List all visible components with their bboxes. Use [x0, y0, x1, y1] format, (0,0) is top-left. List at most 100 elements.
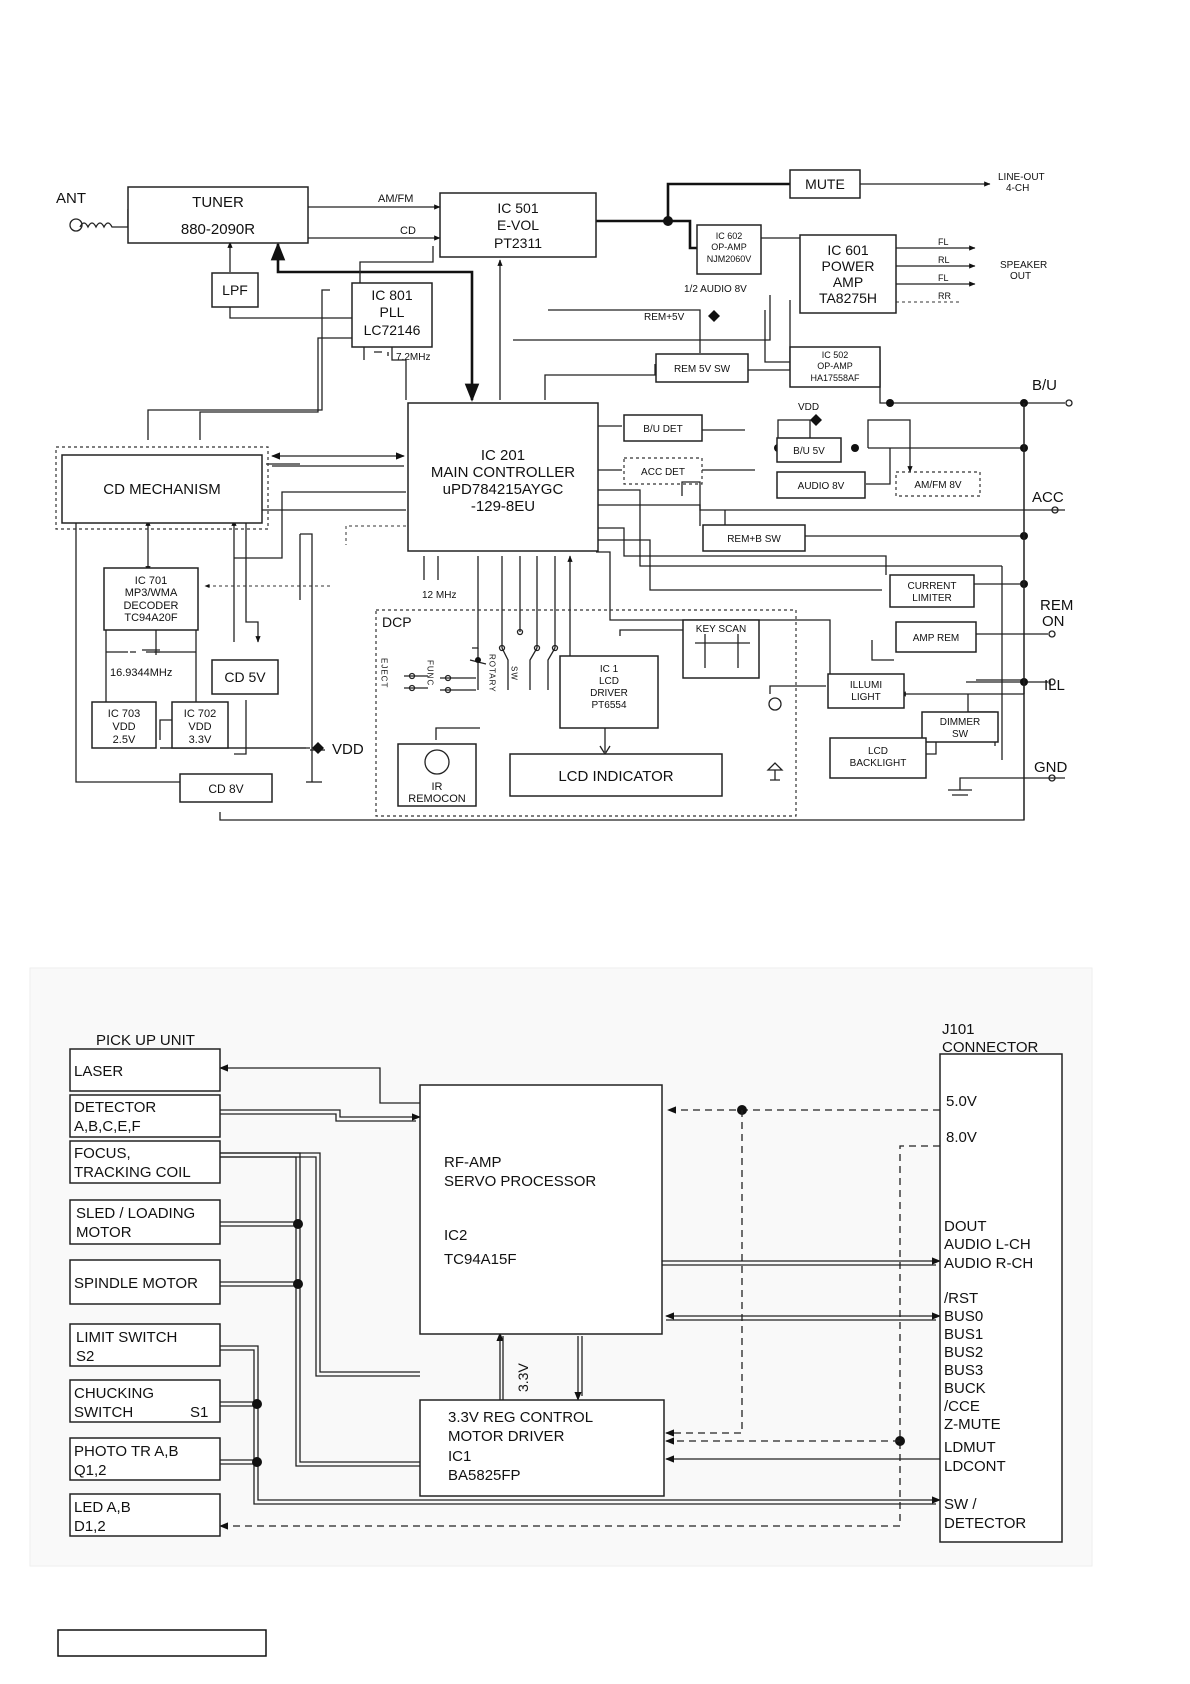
line-out-l1: LINE-OUT [998, 172, 1045, 183]
speaker-out-l1: SPEAKER [1000, 260, 1047, 271]
evol-l2: E-VOL [497, 217, 539, 233]
ic702-l2: VDD [188, 721, 211, 733]
pll-l3: LC72146 [364, 322, 421, 338]
opamp502-l1: IC 502 [822, 350, 849, 360]
pin-bus3: BUS3 [944, 1362, 983, 1379]
sled-l1: SLED / LOADING [76, 1205, 195, 1222]
accdet-label: ACC DET [641, 467, 685, 478]
rfamp-l2: SERVO PROCESSOR [444, 1173, 596, 1190]
bottom-wiring [218, 1064, 941, 1530]
photo-l1: PHOTO TR A,B [74, 1443, 178, 1460]
ill-label: ILL [1044, 677, 1065, 694]
dec-xtal-label: 16.9344MHz [110, 667, 172, 679]
chucking-l1: CHUCKING [74, 1385, 154, 1402]
main-l2: MAIN CONTROLLER [431, 464, 575, 481]
v33-label: 3.3V [515, 1363, 531, 1392]
ic702-l1: IC 702 [184, 708, 216, 720]
sp-rl: RL [938, 255, 950, 265]
dimmer-l1: DIMMER [940, 717, 981, 728]
rem-on-l2: ON [1042, 613, 1065, 630]
opamp602-l3: NJM2060V [707, 254, 752, 264]
lcd-driver-l4: PT6554 [591, 700, 626, 711]
sp-rr: RR [938, 291, 951, 301]
bottom-labels: PICK UP UNIT LASER DETECTOR A,B,C,E,F FO… [74, 1021, 1039, 1535]
cd5v-label: CD 5V [224, 669, 266, 685]
lcd-driver-l1: IC 1 [600, 664, 619, 675]
pin-ldcont: LDCONT [944, 1458, 1006, 1475]
pin-bus1: BUS1 [944, 1326, 983, 1343]
pin-dout: DOUT [944, 1218, 987, 1235]
top-labels: ANT TUNER 880-2090R LPF IC 801 PLL LC721… [56, 172, 1073, 805]
pll-l1: IC 801 [371, 287, 412, 303]
top-boxes [55, 169, 1073, 817]
current-limiter-l1: CURRENT [908, 581, 957, 592]
rem-on-l1: REM [1040, 597, 1073, 614]
chucking-l2: SWITCH [74, 1404, 133, 1421]
chucking-s1: S1 [190, 1404, 208, 1421]
decoder-l2: MP3/WMA [125, 587, 178, 599]
pa-l4: TA8275H [819, 290, 877, 306]
cd-label: CD [400, 225, 416, 237]
amfm8v-label: AM/FM 8V [914, 480, 962, 491]
focus-l2: TRACKING COIL [74, 1164, 191, 1181]
cd8v-label: CD 8V [208, 782, 243, 796]
sp-fl2: FL [938, 273, 949, 283]
lcd-driver-l3: DRIVER [590, 688, 628, 699]
ic703-l3: 2.5V [113, 734, 136, 746]
cd-mech-label: CD MECHANISM [103, 481, 221, 498]
budet-label: B/U DET [643, 424, 682, 435]
pin-rst: /RST [944, 1290, 978, 1307]
half-audio-label: 1/2 AUDIO 8V [684, 284, 747, 295]
footer-label-box [57, 1629, 267, 1657]
ir-l1: IR [432, 781, 443, 793]
reg-l2: MOTOR DRIVER [448, 1428, 565, 1445]
detector-l1: DETECTOR [74, 1099, 156, 1116]
pin-bus2: BUS2 [944, 1344, 983, 1361]
lpf-label: LPF [222, 282, 248, 298]
pin-audio-l: AUDIO L-CH [944, 1236, 1031, 1253]
opamp502-l3: HA17558AF [810, 373, 860, 383]
reg-l4: BA5825FP [448, 1467, 521, 1484]
main-xtal-label: 12 MHz [422, 590, 456, 601]
top-wiring [68, 181, 1065, 821]
reg-l3: IC1 [448, 1448, 471, 1465]
pin-5v: 5.0V [946, 1093, 977, 1110]
current-limiter-l2: LIMITER [912, 593, 951, 604]
main-l1: IC 201 [481, 447, 525, 464]
lcd-driver-l2: LCD [599, 676, 619, 687]
reg-l1: 3.3V REG CONTROL [448, 1409, 593, 1426]
connector-l2: CONNECTOR [942, 1039, 1039, 1056]
lcd-backlight-l1: LCD [868, 746, 888, 757]
pin-audio-r: AUDIO R-CH [944, 1255, 1033, 1272]
rfamp-l4: TC94A15F [444, 1251, 517, 1268]
amfm-label: AM/FM [378, 193, 413, 205]
pin-ldmut: LDMUT [944, 1439, 996, 1456]
pin-8v: 8.0V [946, 1129, 977, 1146]
decoder-l3: DECODER [123, 600, 178, 612]
rotary-label: ROTARY [488, 654, 497, 693]
decoder-l4: TC94A20F [124, 612, 177, 624]
pin-buck: BUCK [944, 1380, 986, 1397]
pll-xtal-label: 7.2MHz [396, 352, 430, 363]
lcd-backlight-l2: BACKLIGHT [850, 758, 907, 769]
gnd-label: GND [1034, 759, 1068, 776]
pa-l2: POWER [822, 258, 875, 274]
main-l4: -129-8EU [471, 498, 535, 515]
detector-l2: A,B,C,E,F [74, 1118, 141, 1135]
pa-l3: AMP [833, 274, 863, 290]
rfamp-l3: IC2 [444, 1227, 467, 1244]
ir-l2: REMOCON [408, 793, 466, 805]
connector-l1: J101 [942, 1021, 975, 1038]
pin-cce: /CCE [944, 1398, 980, 1415]
opamp502-l2: OP-AMP [817, 361, 853, 371]
decoder-l1: IC 701 [135, 575, 167, 587]
acc-label: ACC [1032, 489, 1064, 506]
opamp602-l1: IC 602 [716, 231, 743, 241]
ic703-l1: IC 703 [108, 708, 140, 720]
speaker-out-l2: OUT [1010, 271, 1031, 282]
opamp602-l2: OP-AMP [711, 242, 747, 252]
illumi-l2: LIGHT [851, 692, 880, 703]
mute-label: MUTE [805, 176, 845, 192]
pin-zmute: Z-MUTE [944, 1416, 1001, 1433]
